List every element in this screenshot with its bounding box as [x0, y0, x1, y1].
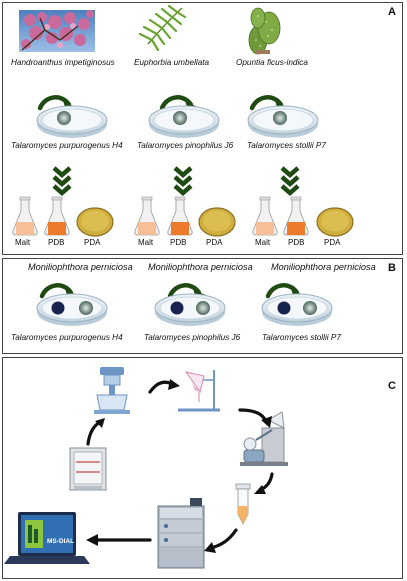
lcms-instrument-icon — [157, 498, 205, 569]
chevrons-2 — [175, 168, 191, 193]
dual-fungus-label-j6: Talaromyces pinophilus J6 — [144, 333, 241, 342]
pda-plate-icon — [316, 207, 354, 237]
media-malt-label-3: Malt — [255, 238, 271, 247]
media-pdb-label-3: PDB — [288, 238, 305, 247]
malt-flask-icon — [252, 196, 278, 236]
malt-flask-icon — [134, 196, 160, 236]
media-pda-label-3: PDA — [324, 238, 341, 247]
filtration-apparatus-icon — [94, 367, 130, 414]
plant-label-1: Handroanthus impetiginosus — [11, 58, 115, 67]
petri-dish-j6 — [148, 105, 220, 139]
chevrons-3 — [282, 168, 298, 193]
pathogen-label-2: Moniliophthora perniciosa — [148, 262, 253, 272]
dual-fungus-label-h4: Talaromyces purpurogenus H4 — [11, 333, 123, 342]
laptop-icon — [4, 512, 90, 564]
centrifuge-tube-icon — [235, 483, 251, 525]
fungus-label-j6: Talaromyces pinophilus J6 — [137, 141, 234, 150]
panel-b-label: B — [388, 262, 396, 274]
rotary-evaporator-icon — [240, 411, 288, 466]
fungus-label-h4: Talaromyces purpurogenus H4 — [11, 141, 123, 150]
pathogen-label-3: Moniliophthora perniciosa — [271, 262, 376, 272]
plant-label-2: Euphorbia umbellata — [134, 58, 210, 67]
media-group-1 — [12, 196, 114, 237]
panel-c-label: C — [388, 380, 396, 392]
media-malt-label-2: Malt — [138, 238, 154, 247]
dual-culture-h4 — [36, 293, 108, 327]
pda-plate-icon — [198, 207, 236, 237]
panel-a-label: A — [388, 6, 396, 18]
pdb-flask-icon — [44, 196, 70, 236]
workflow-arrowheads — [86, 379, 272, 553]
dual-culture-p7 — [261, 293, 333, 327]
separatory-funnel-icon — [178, 370, 220, 412]
pda-plate-icon — [76, 207, 114, 237]
ms-dial-label: MS-DIAL — [47, 538, 75, 545]
media-pda-label-1: PDA — [84, 238, 101, 247]
euphorbia-leaf — [138, 4, 187, 52]
media-group-2 — [134, 196, 236, 237]
dual-culture-j6 — [154, 293, 226, 327]
dual-fungus-label-p7: Talaromyces stollii P7 — [262, 333, 341, 342]
malt-flask-icon — [12, 196, 38, 236]
pdb-flask-icon — [167, 196, 193, 236]
chevrons-1 — [54, 168, 70, 193]
opuntia-cactus — [248, 7, 281, 55]
incubator-icon — [69, 447, 107, 491]
handroanthus-photo — [19, 10, 95, 52]
petri-dish-p7 — [247, 105, 319, 139]
media-pdb-label-2: PDB — [170, 238, 187, 247]
pdb-flask-icon — [283, 196, 309, 236]
media-pdb-label-1: PDB — [48, 238, 65, 247]
pathogen-label-1: Moniliophthora perniciosa — [28, 262, 133, 272]
media-malt-label-1: Malt — [15, 238, 31, 247]
fungus-label-p7: Talaromyces stollii P7 — [247, 141, 326, 150]
plant-label-3: Opuntia ficus-indica — [236, 58, 308, 67]
petri-dish-h4 — [36, 105, 108, 139]
media-group-3 — [252, 196, 354, 237]
media-pda-label-2: PDA — [206, 238, 223, 247]
